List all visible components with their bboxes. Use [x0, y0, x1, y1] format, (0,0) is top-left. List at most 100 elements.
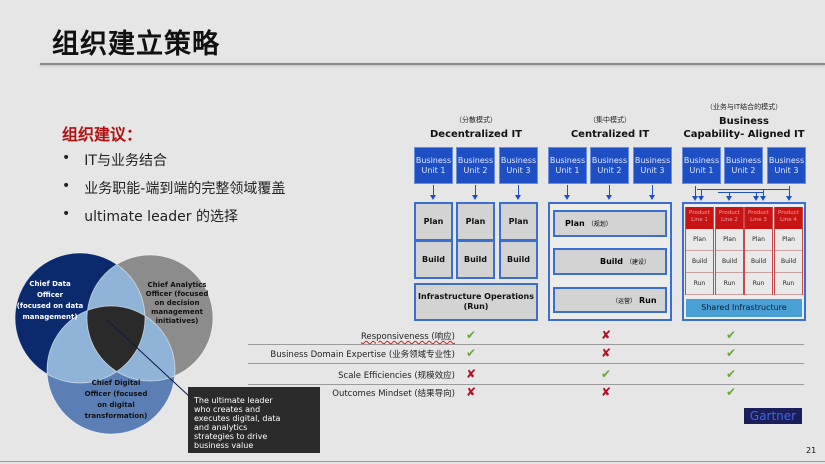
- gartner-logo: Gartner: [744, 408, 802, 424]
- venn-diagram: [14, 252, 214, 435]
- plan-cell: Plan: [686, 229, 713, 251]
- build-box: Build: [414, 240, 453, 279]
- criteria-label: Responsiveness (响应): [360, 332, 455, 342]
- table-rule: [248, 384, 804, 385]
- arrow-icon: [606, 185, 612, 200]
- bullet-item: •ultimate leader 的选择: [62, 206, 238, 225]
- page-title: 组织建立策略: [52, 29, 220, 60]
- check-icon: ✔: [466, 328, 477, 342]
- product-line-label: Line 3: [750, 217, 767, 223]
- product-line-label: Product: [748, 210, 769, 216]
- check-icon: ✔: [601, 367, 612, 381]
- cross-icon: ✘: [601, 328, 612, 342]
- build-cell: Build: [775, 251, 802, 273]
- build-cell: Build: [716, 251, 743, 273]
- business-unit-label: Business: [415, 156, 452, 165]
- arrow-icon: [786, 186, 792, 201]
- bullet-text: IT与业务结合: [84, 153, 167, 169]
- criteria-label: Outcomes Mindset (结果导向): [332, 389, 455, 399]
- model-name: Centralized IT: [570, 129, 650, 140]
- arrow-icon: [760, 190, 766, 201]
- check-icon: ✔: [726, 367, 737, 381]
- arrow-icon: [564, 185, 570, 200]
- venn-text-line: and analytics: [194, 423, 248, 432]
- connector: [697, 189, 790, 190]
- product-line-label: Line 2: [721, 217, 738, 223]
- plan-cell: Plan: [745, 229, 772, 251]
- cross-icon: ✘: [466, 385, 477, 399]
- business-unit-label: Unit 3: [774, 166, 799, 175]
- cross-icon: ✘: [601, 385, 612, 399]
- run-cell: Run: [716, 273, 743, 295]
- arrow-icon: [472, 185, 478, 200]
- criteria-label: Scale Efficiencies (规模效应): [338, 371, 455, 381]
- model-name: Decentralized IT: [429, 129, 522, 140]
- bullet-item: •IT与业务结合: [62, 150, 167, 169]
- cross-icon: ✘: [601, 346, 612, 360]
- business-unit-label: Business: [591, 156, 628, 165]
- connector: [718, 192, 763, 193]
- plan-cell: Plan: [716, 229, 743, 251]
- infrastructure-box: Infrastructure Operations(Run): [414, 283, 538, 321]
- bottom-divider: [0, 461, 825, 462]
- model-name: Business: [719, 116, 769, 127]
- arrow-icon: [649, 185, 655, 200]
- arrow-icon: [515, 185, 521, 200]
- business-unit-label: Unit 1: [421, 166, 446, 175]
- bullet-item: •业务职能-端到端的完整领域覆盖: [62, 178, 286, 197]
- build-cell: Build: [686, 251, 713, 273]
- product-line-label: Line 4: [780, 217, 797, 223]
- venn-text-line: Chief Digital: [91, 379, 141, 387]
- venn-text-line: Officer: [36, 291, 64, 299]
- venn-text-line: business value: [194, 441, 254, 450]
- business-unit-label: Business: [457, 156, 494, 165]
- shared-infrastructure: Shared Infrastructure: [686, 299, 802, 317]
- product-line-label: Product: [689, 210, 710, 216]
- arrow-icon: [430, 185, 436, 200]
- venn-text-line: executes digital, data: [194, 414, 281, 423]
- business-unit-label: Business: [634, 156, 671, 165]
- plan-box: Plan: [414, 202, 453, 241]
- venn-text-line: management: [151, 308, 203, 316]
- venn-text-line: management): [22, 313, 78, 321]
- build-box: Build: [499, 240, 538, 279]
- arrow-icon: [692, 186, 698, 201]
- venn-text-line: on decision: [154, 299, 200, 307]
- model-mode: （业务与IT结合的模式）: [705, 103, 783, 111]
- check-icon: ✔: [466, 346, 477, 360]
- plan-cell: Plan: [775, 229, 802, 251]
- venn-text-line: Officer (focused: [84, 390, 148, 398]
- check-icon: ✔: [726, 385, 737, 399]
- build-box: Build: [456, 240, 495, 279]
- venn-text-line: Chief Analytics: [147, 281, 207, 289]
- run-cell: Run: [745, 273, 772, 295]
- venn-text-line: Officer (focused: [145, 290, 209, 298]
- business-unit-label: Unit 1: [689, 166, 714, 175]
- business-unit-label: Business: [768, 156, 805, 165]
- arrow-icon: [726, 193, 732, 201]
- plan-box: Plan（规划）: [553, 210, 667, 237]
- plan-box: Plan: [499, 202, 538, 241]
- plan-box: Plan: [456, 202, 495, 241]
- build-cell: Build: [745, 251, 772, 273]
- model-mode: （分散模式）: [455, 116, 497, 124]
- table-rule: [248, 344, 804, 345]
- bullet-text: ultimate leader 的选择: [84, 209, 238, 225]
- venn-text-line: initiatives): [155, 317, 199, 325]
- product-line-label: Product: [719, 210, 740, 216]
- business-unit-label: Unit 2: [731, 166, 756, 175]
